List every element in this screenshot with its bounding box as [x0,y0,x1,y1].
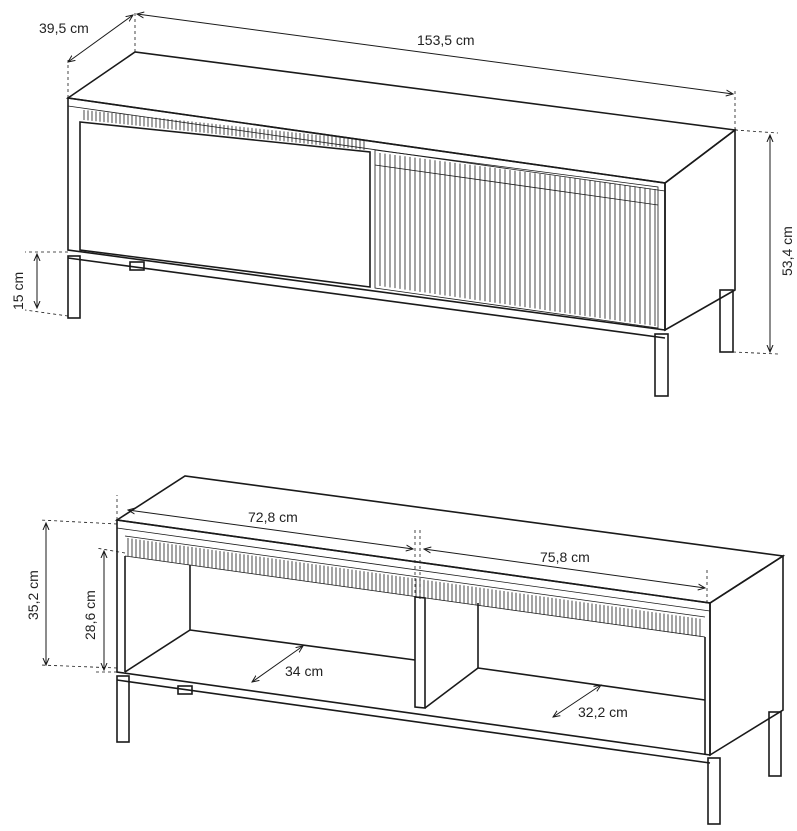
left-door [79,121,371,288]
left-compartment-width-label: 72,8 cm [248,509,298,525]
depth-label: 39,5 cm [39,20,89,36]
leg-back-left [177,685,193,695]
cabinet-front-face [67,97,666,331]
leg-back-left [129,261,145,271]
opening-height-label: 28,6 cm [82,590,98,640]
right-fluted-door [374,149,659,329]
left-depth-label: 34 cm [285,663,323,679]
leg-front-right [654,333,669,397]
open-cabinet-top-surface [114,475,786,604]
leg-back-right [768,711,782,777]
closed-tv-cabinet [65,51,738,397]
leg-front-right [707,757,721,825]
total-inner-height-label: 35,2 cm [25,570,41,620]
open-cabinet-side-face [709,554,784,757]
right-compartment-width-label: 75,8 cm [540,549,590,565]
leg-height-label: 15 cm [10,272,26,310]
right-depth-label: 32,2 cm [578,704,628,720]
top-dimensions: 39,5 cm 153,5 cm 53,4 cm 15 cm [10,10,795,355]
open-tv-cabinet [114,475,786,825]
cabinet-side-face [664,128,736,332]
leg-front-left [116,675,130,743]
fluting-band [127,538,701,637]
width-label: 153,5 cm [417,32,475,48]
leg-back-right [719,289,734,353]
fluting-top [83,110,656,326]
center-divider [414,596,426,709]
leg-front-left [67,255,81,319]
height-label: 53,4 cm [779,226,795,276]
bottom-dimensions: 72,8 cm 75,8 cm 35,2 cm 28,6 cm 34 cm 32… [25,495,708,720]
cabinet-top-surface [65,51,738,184]
